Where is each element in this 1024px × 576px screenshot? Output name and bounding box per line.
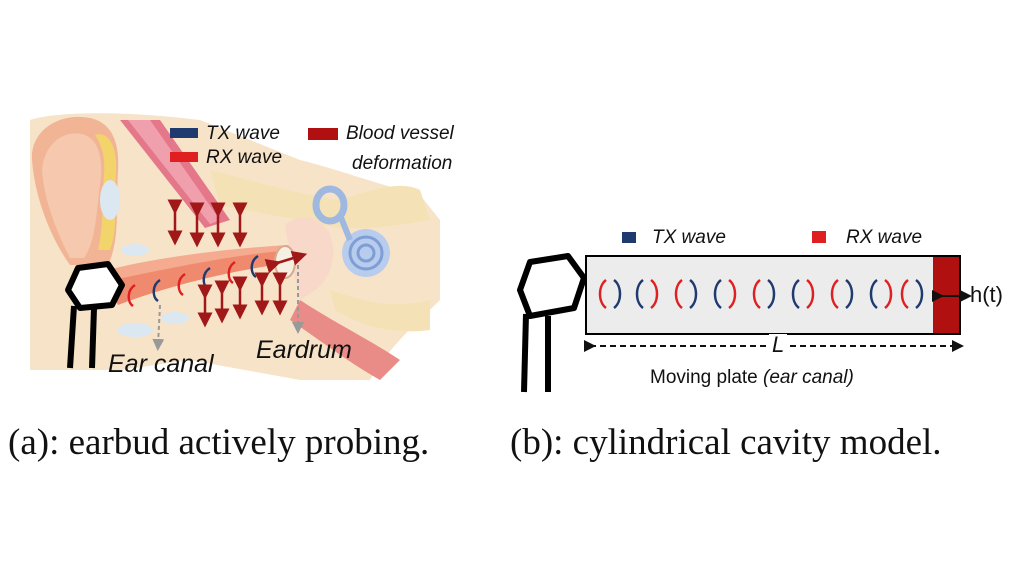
height-label: h(t)	[970, 282, 1003, 307]
moving-plate-label-prefix: Moving plate	[650, 367, 764, 388]
canal-waves-b	[598, 279, 924, 309]
earbud-b	[517, 253, 587, 393]
rx-wave-label-a: RX wave	[206, 147, 283, 168]
blood-swatch-a	[308, 128, 338, 140]
tx-swatch-a	[170, 128, 198, 138]
earbud-a	[65, 261, 125, 369]
rx-wave-label-b: RX wave	[846, 227, 923, 248]
eardrum-label: Eardrum	[256, 336, 352, 364]
leader-lines-a	[152, 265, 304, 351]
length-label: L	[769, 334, 788, 356]
caption-a: (a): earbud actively probing.	[8, 422, 430, 463]
blood-vessel-label-line1: Blood vessel	[346, 123, 454, 144]
moving-plate-label-italic: (ear canal)	[763, 367, 854, 388]
caption-b: (b): cylindrical cavity model.	[510, 422, 942, 463]
blood-vessel-label-line2: deformation	[352, 153, 453, 174]
rx-swatch-a	[170, 152, 198, 162]
cochlea	[312, 185, 390, 277]
deformation-arrows-a	[167, 199, 308, 328]
moving-plate-label: Moving plate (ear canal)	[650, 368, 854, 387]
tx-wave-label-a: TX wave	[206, 123, 280, 144]
tx-swatch-b	[622, 232, 636, 243]
rx-swatch-b	[812, 231, 826, 243]
ear-canal-label: Ear canal	[108, 350, 214, 378]
tx-wave-label-b: TX wave	[652, 227, 726, 248]
